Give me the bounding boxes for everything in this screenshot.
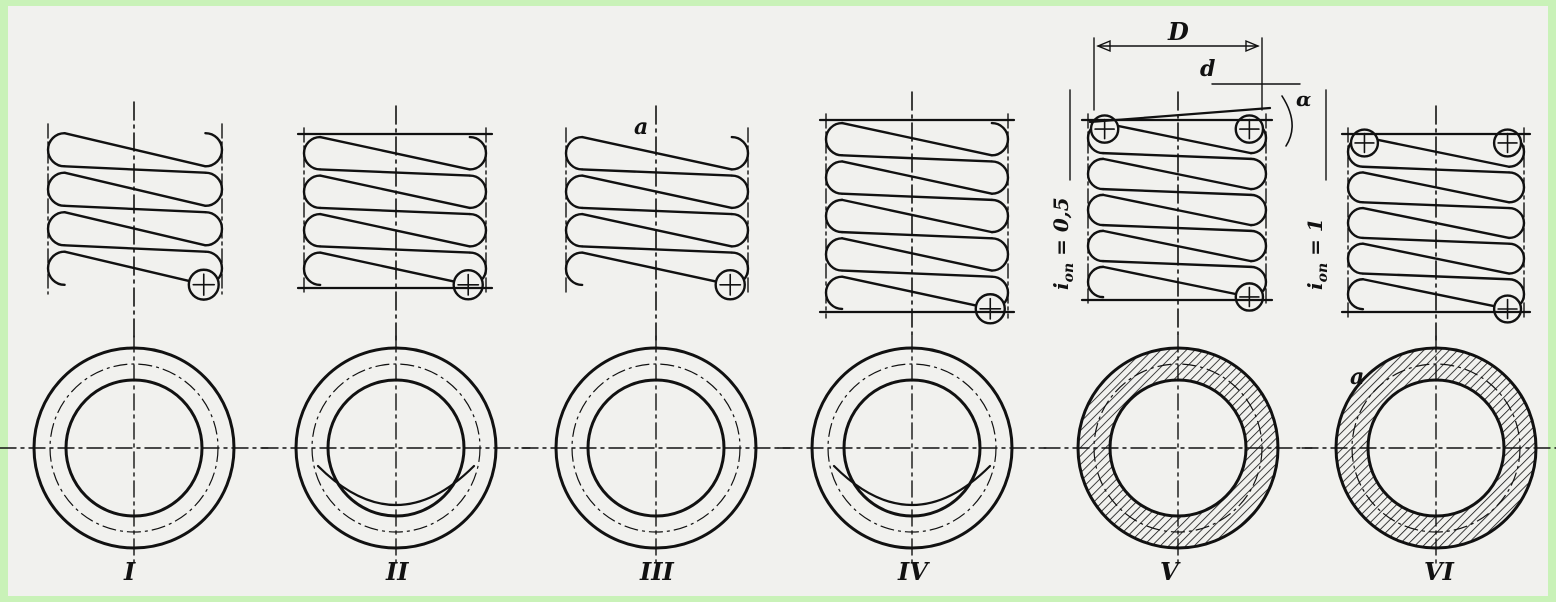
figure-label-6: VI [1424,557,1455,586]
ground-face-hatching [1336,348,1536,548]
dimension-D [1069,37,1327,181]
spring-figure-6 [1301,105,1556,569]
drawing-sheet [8,6,1548,596]
spring-figure-5 [1043,91,1313,569]
spring-figure-1 [0,101,269,569]
figure-label-3: III [639,557,674,586]
detail-marker-fig6: a [1350,364,1364,390]
detail-marker-fig3: a [634,114,648,140]
support-turns-label-fig5: iоп = 0,5 [1049,197,1077,290]
spring-figure-3 [521,105,791,569]
spring-figure-2 [261,105,531,569]
figure-label-4: IV [897,557,930,586]
coil-diameter-label: D [1167,17,1189,46]
spring-figure-4 [777,91,1047,569]
angle-label: α [1296,87,1311,111]
ground-face-hatching [1078,348,1278,548]
figure-label-5: V [1160,557,1181,586]
figure-label-1: I [123,557,136,586]
figure-label-2: II [385,557,409,586]
support-turns-label-fig6: iоп = 1 [1303,218,1331,290]
wire-diameter-label: d [1200,56,1215,82]
